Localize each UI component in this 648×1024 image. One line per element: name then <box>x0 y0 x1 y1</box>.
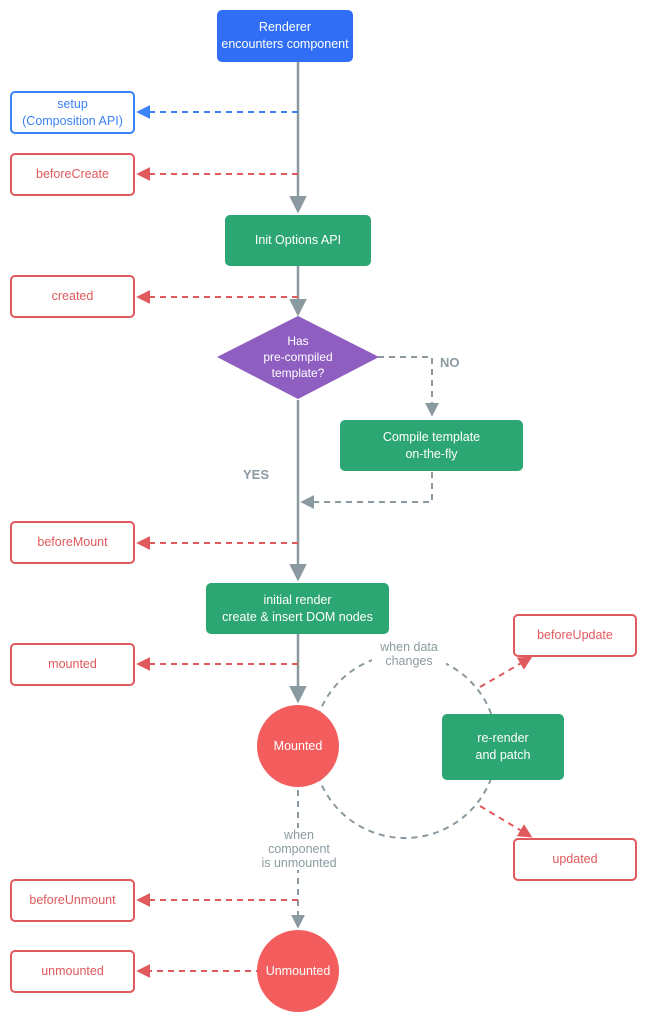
updated-arrow <box>479 805 533 838</box>
compile-template-node: Compile template on-the-fly <box>340 420 523 471</box>
before-create-hook: beforeCreate <box>10 153 135 196</box>
mounted-hook: mounted <box>10 643 135 686</box>
yes-label: YES <box>243 467 270 482</box>
before-unmount-hook: beforeUnmount <box>10 879 135 922</box>
created-hook: created <box>10 275 135 318</box>
mounted-state: Mounted <box>257 705 339 787</box>
no-label: NO <box>440 355 460 370</box>
unmounted-state: Unmounted <box>257 930 339 1012</box>
initial-render-node: initial render create & insert DOM nodes <box>206 583 389 634</box>
before-mount-hook: beforeMount <box>10 521 135 564</box>
before-update-arrow <box>479 656 533 688</box>
init-options-node: Init Options API <box>225 215 371 266</box>
before-update-hook: beforeUpdate <box>513 614 637 657</box>
when-unmounted-label: when component is unmounted <box>258 828 340 870</box>
when-data-changes-label: when data changes <box>372 640 446 668</box>
renderer-node: Renderer encounters component <box>217 10 353 62</box>
no-branch-line <box>378 356 439 417</box>
unmounted-hook: unmounted <box>10 950 135 993</box>
decision-label: Has pre-compiled template? <box>263 334 333 380</box>
decision-diamond <box>217 316 379 399</box>
compile-return-line <box>300 472 433 509</box>
setup-hook: setup (Composition API) <box>10 91 135 134</box>
rerender-node: re-render and patch <box>442 714 564 780</box>
updated-hook: updated <box>513 838 637 881</box>
